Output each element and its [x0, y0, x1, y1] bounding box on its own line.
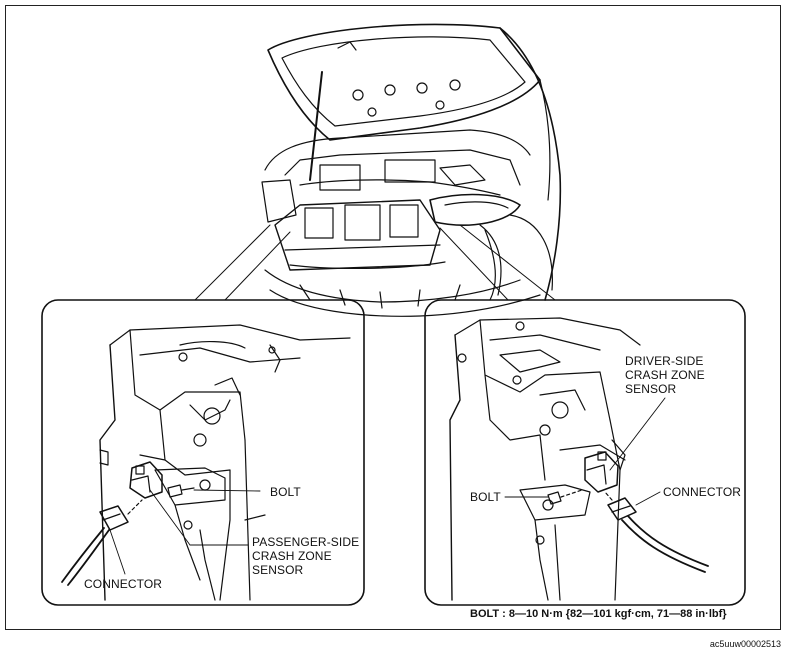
left-bolt-label: BOLT	[270, 485, 301, 499]
figure-code: ac5uuw00002513	[709, 639, 781, 649]
zoom-callout-lines	[194, 224, 556, 301]
right-bolt-label: BOLT	[470, 490, 501, 504]
vehicle-illustration	[261, 23, 562, 317]
figure-frame	[5, 5, 781, 630]
left-connector-label: CONNECTOR	[84, 577, 163, 591]
driver-detail-panel	[424, 299, 746, 606]
passenger-sensor-label: PASSENGER-SIDE CRASH ZONE SENSOR	[252, 535, 360, 577]
right-connector-label: CONNECTOR	[663, 485, 742, 499]
driver-sensor-label: DRIVER-SIDE CRASH ZONE SENSOR	[625, 354, 705, 396]
passenger-detail-panel	[41, 299, 365, 606]
torque-spec: BOLT : 8—10 N·m {82—101 kgf·cm, 71—88 in…	[470, 608, 727, 620]
